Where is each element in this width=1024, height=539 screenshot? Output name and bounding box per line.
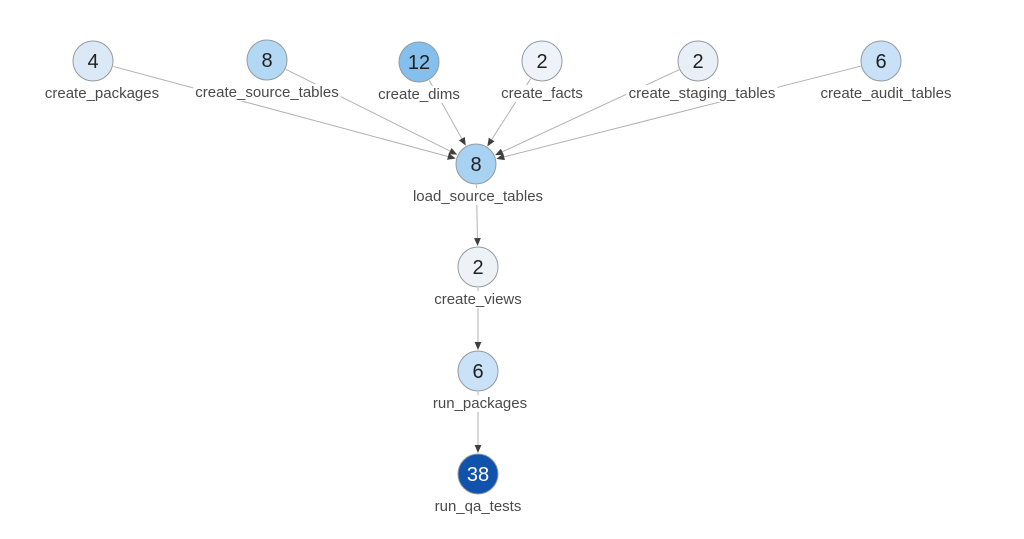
node-label-backing <box>376 85 462 103</box>
edge-create_staging_tables-to-load_source_tables <box>495 69 680 156</box>
node-label-create_staging_tables: create_staging_tables <box>629 85 776 102</box>
node-circle-load_source_tables[interactable] <box>455 143 497 185</box>
node-label-load_source_tables: load_source_tables <box>413 188 543 205</box>
edge-arrowhead-icon <box>495 148 504 156</box>
node-label-backing <box>499 84 585 102</box>
node-create_facts[interactable]: 2 <box>521 40 563 82</box>
node-label-create_dims: create_dims <box>378 86 460 103</box>
node-circle-create_source_tables[interactable] <box>246 39 288 81</box>
node-circle-create_staging_tables[interactable] <box>677 40 719 82</box>
node-create_dims[interactable]: 12 <box>398 41 440 83</box>
node-label-backing <box>193 83 341 101</box>
node-label-run_qa_tests: run_qa_tests <box>435 498 522 515</box>
node-label-backing <box>42 84 162 102</box>
node-run_qa_tests[interactable]: 38 <box>457 453 499 495</box>
node-label-run_packages: run_packages <box>433 395 527 412</box>
node-label-create_packages: create_packages <box>45 85 159 102</box>
edge-create_packages-to-load_source_tables <box>113 65 456 160</box>
node-create_views[interactable]: 2 <box>457 246 499 288</box>
edge-line <box>503 65 861 158</box>
edge-arrowhead-icon <box>496 153 505 161</box>
edge-arrowhead-icon <box>474 237 481 247</box>
node-label-backing <box>430 394 530 412</box>
edge-arrowhead-icon <box>487 137 495 147</box>
node-label-create_source_tables: create_source_tables <box>195 84 338 101</box>
dag-nodes-layer: 4 8 12 2 2 6 8 2 6 38 <box>72 39 902 495</box>
node-label-backing <box>626 84 778 102</box>
node-circle-run_packages[interactable] <box>457 350 499 392</box>
edge-create_audit_tables-to-load_source_tables <box>496 65 861 161</box>
edge-create_source_tables-to-load_source_tables <box>285 68 458 155</box>
node-circle-run_qa_tests[interactable] <box>457 453 499 495</box>
node-load_source_tables[interactable]: 8 <box>455 143 497 185</box>
node-create_staging_tables[interactable]: 2 <box>677 40 719 82</box>
node-label-backing <box>432 497 524 515</box>
edge-arrowhead-icon <box>448 148 458 155</box>
node-label-backing <box>410 187 546 205</box>
edge-line <box>285 68 451 152</box>
edge-line <box>113 65 449 157</box>
node-label-backing <box>818 84 954 102</box>
node-label-create_facts: create_facts <box>501 85 583 102</box>
edge-arrowhead-icon <box>474 445 482 453</box>
node-run_packages[interactable]: 6 <box>457 350 499 392</box>
node-create_audit_tables[interactable]: 6 <box>860 40 902 82</box>
node-create_source_tables[interactable]: 8 <box>246 39 288 81</box>
node-circle-create_views[interactable] <box>457 246 499 288</box>
node-circle-create_facts[interactable] <box>521 40 563 82</box>
node-label-create_audit_tables: create_audit_tables <box>821 85 952 102</box>
edge-arrowhead-icon <box>458 137 466 146</box>
edge-arrowhead-icon <box>474 342 482 350</box>
node-circle-create_packages[interactable] <box>72 40 114 82</box>
node-circle-create_audit_tables[interactable] <box>860 40 902 82</box>
edge-arrowhead-icon <box>447 153 456 160</box>
dag-edges-layer <box>113 65 861 453</box>
node-label-backing <box>432 290 524 308</box>
node-label-create_views: create_views <box>434 291 522 308</box>
node-circle-create_dims[interactable] <box>398 41 440 83</box>
edge-line <box>502 69 680 153</box>
node-create_packages[interactable]: 4 <box>72 40 114 82</box>
